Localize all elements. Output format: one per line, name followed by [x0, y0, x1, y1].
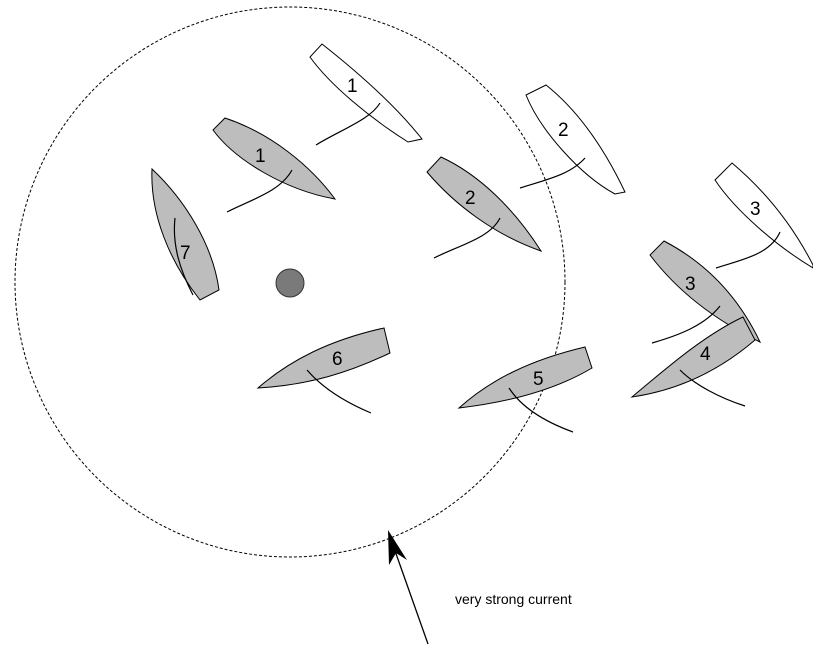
boat-white-3-number: 3: [750, 199, 761, 220]
boat-gray-2-hull: [426, 156, 543, 252]
boat-gray-6-hull: [256, 327, 391, 389]
boat-white-1: 1: [309, 43, 423, 146]
boat-gray-5-hull: [457, 346, 593, 409]
boat-white-2-number: 2: [558, 120, 569, 141]
mark-buoy: [275, 268, 305, 298]
boat-gray-2: 2: [426, 156, 543, 259]
boat-gray-4: 4: [630, 316, 756, 407]
current-arrow-head: [388, 530, 407, 565]
boat-gray-7-hull: [151, 167, 220, 301]
boat-gray-4-hull: [630, 316, 756, 398]
boat-gray-3: 3: [649, 240, 762, 344]
boat-white-2: 2: [519, 84, 626, 195]
boat-gray-3-boom: [651, 305, 721, 344]
boat-gray-7-number: 7: [180, 243, 191, 264]
boat-white-2-hull: [525, 84, 626, 195]
boat-white-3: 3: [714, 162, 813, 269]
boat-white-2-boom: [519, 157, 586, 189]
boat-gray-1-hull: [212, 117, 337, 200]
boat-gray-6-number: 6: [332, 349, 343, 370]
boat-gray-4-boom: [679, 369, 746, 407]
zone-circle: [14, 6, 566, 558]
boat-gray-5-boom: [508, 387, 574, 433]
current-label: very strong current: [455, 591, 572, 607]
boat-gray-4-number: 4: [700, 344, 711, 365]
current-arrow: [388, 530, 429, 645]
boat-white-1-number: 1: [347, 76, 358, 97]
boat-gray-7-boom: [173, 217, 194, 296]
boat-white-1-hull: [309, 43, 423, 143]
boat-gray-2-number: 2: [465, 188, 476, 209]
boat-gray-2-boom: [433, 217, 501, 259]
boat-gray-6: 6: [256, 327, 391, 414]
boat-gray-5: 5: [457, 346, 593, 433]
boat-gray-1-boom: [226, 169, 293, 213]
boat-gray-3-hull: [649, 240, 762, 344]
boat-white-3-boom: [715, 231, 781, 269]
boat-gray-6-boom: [306, 369, 372, 414]
boat-gray-3-number: 3: [685, 274, 696, 295]
boat-white-1-boom: [315, 102, 381, 146]
boat-gray-1-number: 1: [255, 146, 266, 167]
current-arrow-shaft: [393, 547, 429, 645]
boat-gray-7: 7: [151, 167, 220, 301]
boat-gray-1: 1: [212, 117, 337, 213]
boat-white-3-hull: [714, 162, 813, 269]
boat-gray-5-number: 5: [533, 369, 544, 390]
